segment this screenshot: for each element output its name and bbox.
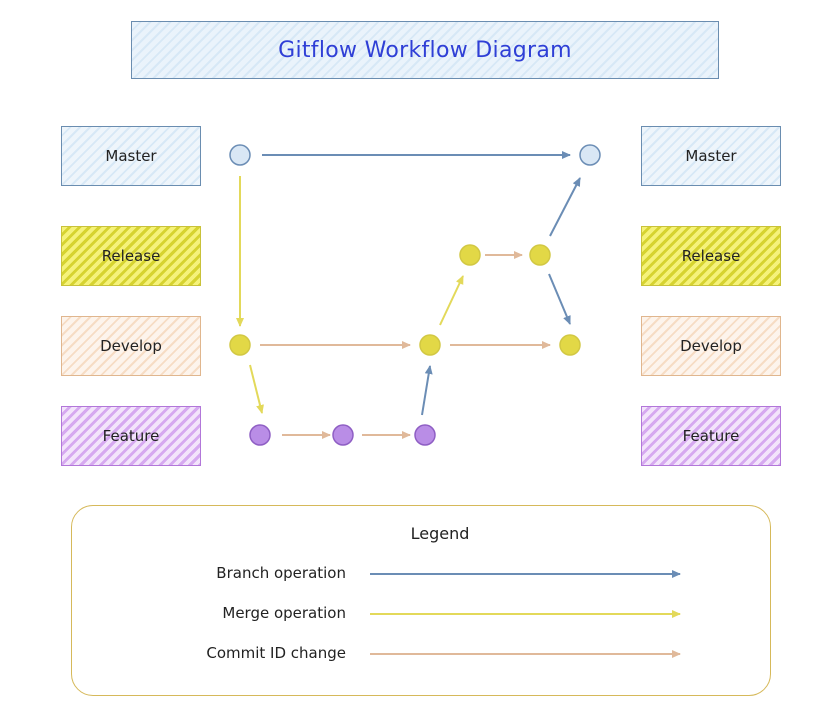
legend-label-branch: Branch operation (216, 564, 346, 582)
branch-box-master-left: Master (61, 126, 201, 186)
branch-box-master-right: Master (641, 126, 781, 186)
branch-box-develop-right: Develop (641, 316, 781, 376)
branch-box-feature-right: Feature (641, 406, 781, 466)
node-master-end (579, 144, 601, 166)
branch-label: Develop (100, 337, 162, 355)
node-feature-2 (332, 424, 354, 446)
title-box: Gitflow Workflow Diagram (131, 21, 719, 79)
node-master-start (229, 144, 251, 166)
edge-develop-to-release (439, 275, 464, 326)
branch-label: Feature (682, 427, 740, 445)
node-develop-3 (559, 334, 581, 356)
edge-release-to-develop (548, 273, 571, 325)
edge-feature-to-develop (421, 365, 433, 416)
branch-label: Master (105, 147, 157, 165)
branch-box-release-left: Release (61, 226, 201, 286)
node-feature-1 (249, 424, 271, 446)
edge-develop-to-feature (249, 364, 264, 414)
node-release-2 (529, 244, 551, 266)
legend-box (71, 505, 771, 696)
branch-label: Release (101, 247, 161, 265)
branch-label: Develop (680, 337, 742, 355)
branch-label: Feature (102, 427, 160, 445)
branch-box-release-right: Release (641, 226, 781, 286)
node-feature-3 (414, 424, 436, 446)
edge-release-to-master (549, 177, 581, 237)
branch-label: Master (685, 147, 737, 165)
node-develop-1 (229, 334, 251, 356)
branch-box-develop-left: Develop (61, 316, 201, 376)
legend-label-merge: Merge operation (222, 604, 346, 622)
branch-label: Release (681, 247, 741, 265)
node-develop-2 (419, 334, 441, 356)
diagram-title: Gitflow Workflow Diagram (278, 37, 572, 63)
node-release-1 (459, 244, 481, 266)
legend-label-commit: Commit ID change (206, 644, 346, 662)
branch-box-feature-left: Feature (61, 406, 201, 466)
legend-title: Legend (410, 524, 470, 543)
